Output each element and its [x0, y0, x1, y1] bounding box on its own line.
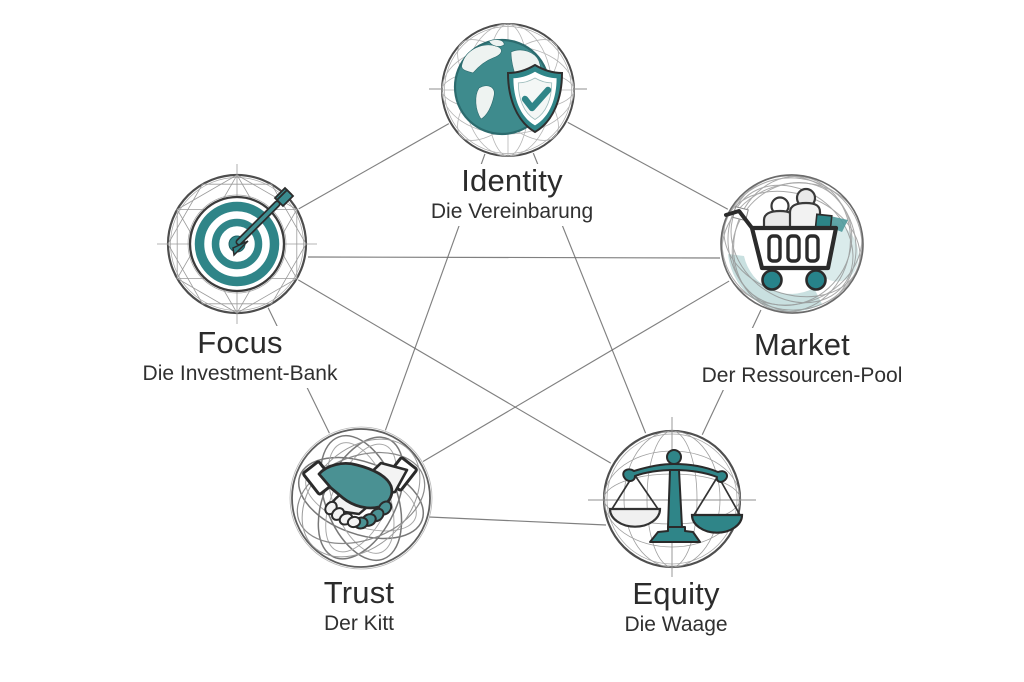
scale-figure: [608, 449, 744, 543]
shopping-cart-people-icon: [720, 174, 864, 314]
node-focus: [157, 164, 317, 324]
node-label-market: Market Der Ressourcen-Pool: [694, 327, 910, 390]
node-subtitle-focus: Die Investment-Bank: [142, 362, 338, 385]
node-label-identity: Identity Die Vereinbarung: [423, 163, 601, 226]
handshake-icon: [289, 426, 433, 570]
clasped-hands: [302, 456, 418, 530]
node-subtitle-market: Der Ressourcen-Pool: [701, 364, 903, 387]
node-trust: [289, 426, 433, 570]
edge-focus-market: [307, 256, 721, 259]
balance-scale-icon: [588, 417, 756, 581]
node-subtitle-identity: Die Vereinbarung: [430, 200, 594, 223]
node-market: [720, 174, 864, 314]
target-dart-icon: [157, 164, 317, 324]
shield-check-icon: [506, 63, 564, 134]
edge-focus-equity: [297, 279, 612, 464]
globe-shield-icon: [429, 23, 587, 157]
node-label-trust: Trust Der Kitt: [316, 575, 402, 638]
edge-identity-focus: [298, 123, 450, 210]
node-title-focus: Focus: [197, 325, 283, 360]
node-title-identity: Identity: [461, 163, 563, 198]
node-subtitle-trust: Der Kitt: [323, 612, 394, 635]
edge-identity-market: [567, 121, 729, 210]
node-title-equity: Equity: [632, 576, 720, 611]
cart-icon: [724, 187, 839, 291]
node-subtitle-equity: Die Waage: [624, 613, 728, 636]
node-label-focus: Focus Die Investment-Bank: [135, 325, 345, 388]
node-label-equity: Equity Die Waage: [617, 576, 735, 639]
edge-trust-equity: [428, 516, 607, 526]
node-title-market: Market: [754, 327, 850, 362]
node-title-trust: Trust: [323, 575, 395, 610]
edge-market-trust: [422, 280, 730, 462]
dart-arrow-icon: [232, 186, 295, 257]
node-equity: [588, 417, 756, 581]
node-identity: [429, 23, 587, 157]
